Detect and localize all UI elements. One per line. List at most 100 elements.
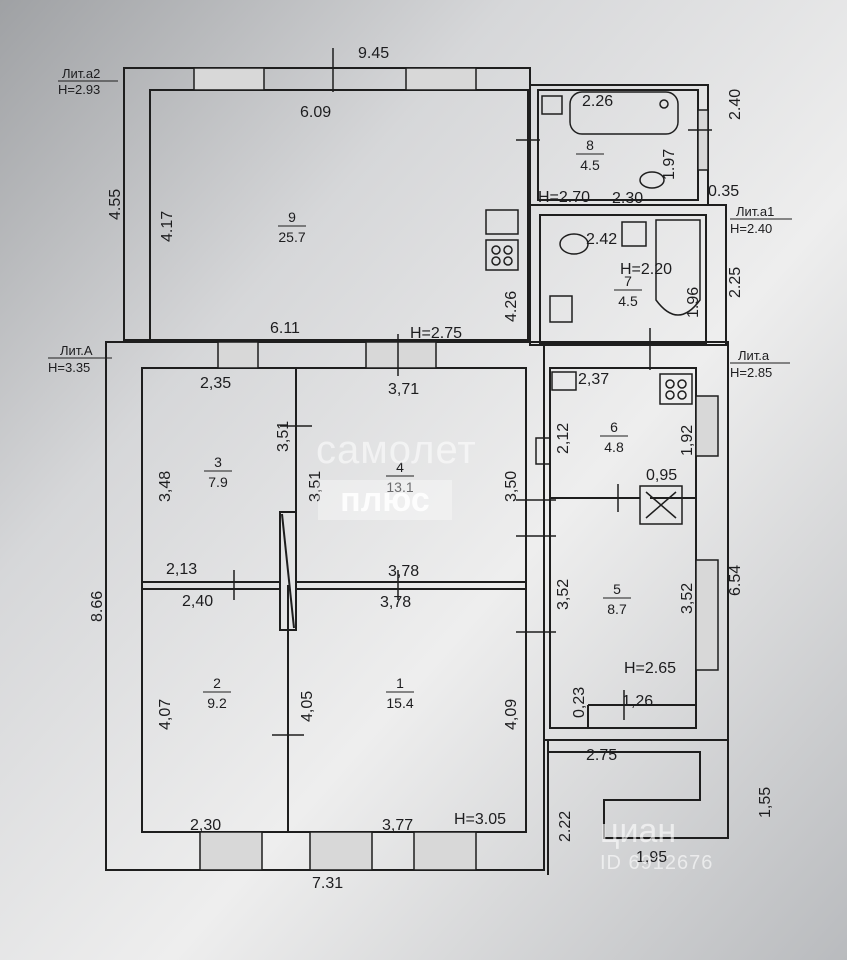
ceiling-heights: H=2.75 H=2.70 H=2.20 H=2.65 H=3.05 bbox=[410, 189, 676, 828]
room-8: 84.5 bbox=[576, 137, 604, 173]
room-6-number: 6 bbox=[610, 419, 618, 435]
room-5-area: 8.7 bbox=[607, 601, 627, 617]
dim-bottom-overall: 7.31 bbox=[312, 875, 343, 892]
dim-r1-bottom: 3,77 bbox=[382, 817, 413, 834]
dim-bath-inner: 1.97 bbox=[661, 149, 678, 180]
lit-a1-name: Лит.а1 bbox=[736, 204, 774, 219]
dim-step-width: 1,26 bbox=[622, 693, 653, 710]
dim-r4-bottom: 3,78 bbox=[388, 563, 419, 580]
dim-porch-left: 2.22 bbox=[557, 811, 574, 842]
room-8-number: 8 bbox=[586, 137, 594, 153]
lit-a-height: H=2.85 bbox=[730, 365, 772, 380]
dim-r2-left: 4,07 bbox=[157, 699, 174, 730]
height-room7: H=2.20 bbox=[620, 261, 672, 278]
room-2-area: 9.2 bbox=[207, 695, 227, 711]
lit-a2-name: Лит.а2 bbox=[62, 66, 100, 81]
dim-room9-right: 4.26 bbox=[503, 291, 520, 322]
room-2: 29.2 bbox=[203, 675, 231, 711]
room-7-area: 4.5 bbox=[618, 293, 638, 309]
dim-r7-top: 2.42 bbox=[586, 231, 617, 248]
room-3: 37.9 bbox=[204, 454, 232, 490]
lit-A-name: Лит.А bbox=[60, 343, 93, 358]
dim-stove: 0,95 bbox=[646, 467, 677, 484]
toilet-icon bbox=[639, 171, 665, 189]
room-3-area: 7.9 bbox=[208, 474, 228, 490]
dim-r2-top: 2,40 bbox=[182, 593, 213, 610]
dim-r4-right: 3,50 bbox=[503, 471, 520, 502]
dim-r3-right: 3,51 bbox=[275, 421, 292, 452]
dim-r1-top: 3,78 bbox=[380, 594, 411, 611]
stove-oven-icon bbox=[639, 485, 683, 525]
dim-left-overall: 8.66 bbox=[89, 591, 106, 622]
dim-porch-width: 2.75 bbox=[586, 747, 617, 764]
dim-right-overall: 6.54 bbox=[727, 565, 744, 596]
sink-icon bbox=[541, 95, 563, 115]
dim-r7-outer: 2.25 bbox=[727, 267, 744, 298]
height-bath: H=2.70 bbox=[538, 189, 590, 206]
dim-porch-bottom: 1,95 bbox=[636, 849, 667, 866]
sink-icon-3 bbox=[485, 209, 519, 235]
dim-room9-left-inner: 4.17 bbox=[159, 211, 176, 242]
room-1-area: 15.4 bbox=[386, 695, 413, 711]
room-5: 58.7 bbox=[603, 581, 631, 617]
room-1: 115.4 bbox=[386, 675, 414, 711]
shower-icon bbox=[655, 219, 701, 316]
stove-icon bbox=[485, 239, 519, 271]
litera-labels: Лит.а2 H=2.93 Лит.А H=3.35 Лит.а1 H=2.40… bbox=[48, 66, 792, 380]
sink-icon-2 bbox=[621, 221, 647, 247]
dimension-labels-horizontal: 9.45 6.09 6.11 2.26 2.30 0.35 2.42 2,35 … bbox=[166, 45, 739, 892]
dim-step: 0,23 bbox=[571, 687, 588, 718]
dim-room9-bottom: 6.11 bbox=[270, 320, 300, 337]
room-9-number: 9 bbox=[288, 209, 296, 225]
height-bottom: H=3.05 bbox=[454, 811, 506, 828]
plus-watermark: плюс bbox=[318, 480, 452, 520]
room-4-area: 13.1 bbox=[386, 479, 413, 495]
dim-r6-right: 1,92 bbox=[679, 425, 696, 456]
windows bbox=[193, 67, 719, 871]
partitions bbox=[142, 199, 698, 832]
room-6: 64.8 bbox=[600, 419, 628, 455]
radiator-icon bbox=[535, 437, 551, 465]
lit-A-height: H=3.35 bbox=[48, 360, 90, 375]
sink-icon-4 bbox=[551, 371, 577, 391]
stove-icon-2 bbox=[659, 373, 693, 405]
room-6-area: 4.8 bbox=[604, 439, 624, 455]
dim-r3-top: 2,35 bbox=[200, 375, 231, 392]
lit-a1-height: H=2.40 bbox=[730, 221, 772, 236]
dim-r4-top: 3,71 bbox=[388, 381, 419, 398]
dimension-labels-vertical: 4.55 4.17 4.26 2.40 1.97 1.96 2.25 8.66 … bbox=[89, 89, 774, 842]
fixtures bbox=[485, 91, 701, 525]
dim-room9-left-outer: 4.55 bbox=[107, 189, 124, 220]
lit-a-name: Лит.а bbox=[738, 348, 770, 363]
dim-r5-right: 3,52 bbox=[679, 583, 696, 614]
room-2-number: 2 bbox=[213, 675, 221, 691]
toilet-icon-2 bbox=[559, 233, 589, 255]
room-9: 925.7 bbox=[278, 209, 306, 245]
dim-bath-top: 2.26 bbox=[582, 93, 613, 110]
room-9-area: 25.7 bbox=[278, 229, 305, 245]
room-3-number: 3 bbox=[214, 454, 222, 470]
dim-offset: 0.35 bbox=[708, 183, 739, 200]
height-room5: H=2.65 bbox=[624, 660, 676, 677]
room-4: 413.1 bbox=[386, 459, 414, 495]
room-5-number: 5 bbox=[613, 581, 621, 597]
samolet-watermark: самолет bbox=[316, 428, 477, 472]
dim-r2-bottom: 2,30 bbox=[190, 817, 221, 834]
bathtub-icon bbox=[569, 91, 679, 135]
dim-r6-left: 2,12 bbox=[555, 423, 572, 454]
room-7: 74.5 bbox=[614, 273, 642, 309]
room-8-area: 4.5 bbox=[580, 157, 600, 173]
cabinet-icon bbox=[549, 295, 573, 323]
dim-bath-bottom: 2.30 bbox=[612, 190, 643, 207]
dim-r3-left: 3,48 bbox=[157, 471, 174, 502]
dim-top-overall: 9.45 bbox=[358, 45, 389, 62]
dim-r1-right: 4,09 bbox=[503, 699, 520, 730]
room-1-number: 1 bbox=[396, 675, 404, 691]
dim-bath-right-outer: 2.40 bbox=[727, 89, 744, 120]
drain-icon bbox=[659, 99, 669, 109]
room-7-number: 7 bbox=[624, 273, 632, 289]
dim-r5-left: 3,52 bbox=[555, 579, 572, 610]
room-4-number: 4 bbox=[396, 459, 404, 475]
dim-porch-right: 1,55 bbox=[757, 787, 774, 818]
